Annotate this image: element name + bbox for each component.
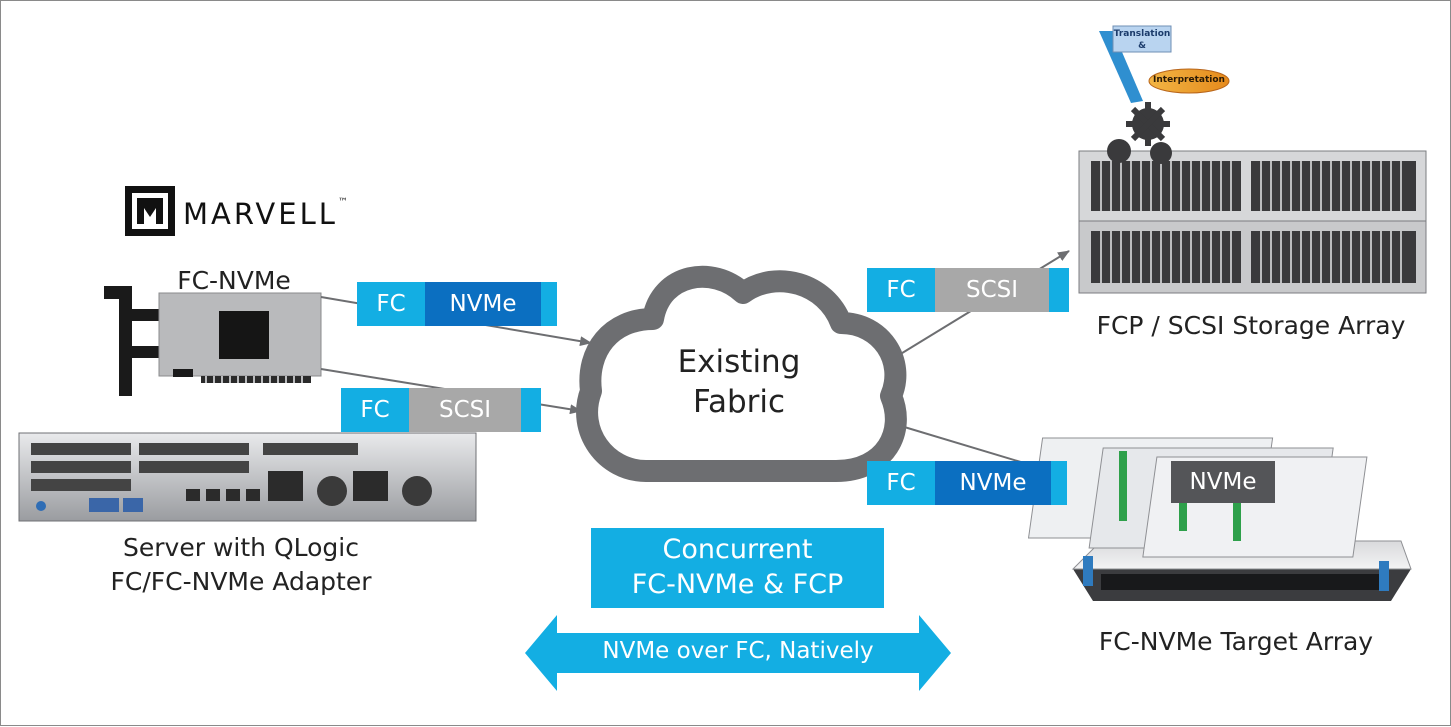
nvme-drive-tag: NVMe [1171,461,1275,503]
rack-server-icon [18,432,477,522]
packet-fc-segment: FC [867,268,935,312]
scsi-array-caption: FCP / SCSI Storage Array [1096,311,1406,340]
packet-tail-segment [1051,461,1067,505]
marvell-wordmark: MARVELL [183,197,338,231]
packet-fc-segment: FC [867,461,935,505]
scsi-storage-array-icon [1078,150,1427,294]
packet-payload-segment: NVMe [425,282,541,326]
packet-fc-segment: FC [341,388,409,432]
fabric-cloud-icon [576,265,907,482]
packet-host-nvme: FC NVMe [357,282,557,326]
marvell-logo-icon [125,186,175,236]
cloud-label-line1: Existing [677,344,801,380]
gears-icon [1107,102,1172,164]
hba-card-icon [104,286,322,396]
cloud-label-line2: Fabric [692,384,786,420]
nvme-array-caption: FC-NVMe Target Array [1098,627,1374,656]
concurrent-line1: Concurrent [662,534,813,565]
packet-fc-segment: FC [357,282,425,326]
packet-host-scsi: FC SCSI [341,388,541,432]
marvell-logo-text: MARVELL™ [183,197,351,231]
translation-bubble-line2: & [1138,41,1146,51]
packet-payload-segment: NVMe [935,461,1051,505]
native-double-arrow-icon [525,615,951,691]
packet-target-nvme: FC NVMe [867,461,1067,505]
adapter-label: FC-NVMe [177,266,291,295]
native-arrow-label: NVMe over FC, Natively [602,638,874,664]
packet-payload-segment: SCSI [935,268,1049,312]
translation-bubble-line3: Interpretation [1153,75,1225,85]
server-caption-line2: FC/FC-NVMe Adapter [110,567,372,596]
marvell-tm: ™ [337,197,351,208]
concurrent-box: Concurrent FC-NVMe & FCP [591,528,884,608]
packet-tail-segment [541,282,557,326]
packet-payload-segment: SCSI [409,388,521,432]
server-caption-line1: Server with QLogic [123,533,359,562]
packet-target-scsi: FC SCSI [867,268,1069,312]
packet-tail-segment [521,388,541,432]
concurrent-line2: FC-NVMe & FCP [631,569,844,600]
translation-bubble-icon [1099,25,1230,103]
packet-tail-segment [1049,268,1069,312]
translation-bubble-line1: Translation [1113,29,1171,39]
